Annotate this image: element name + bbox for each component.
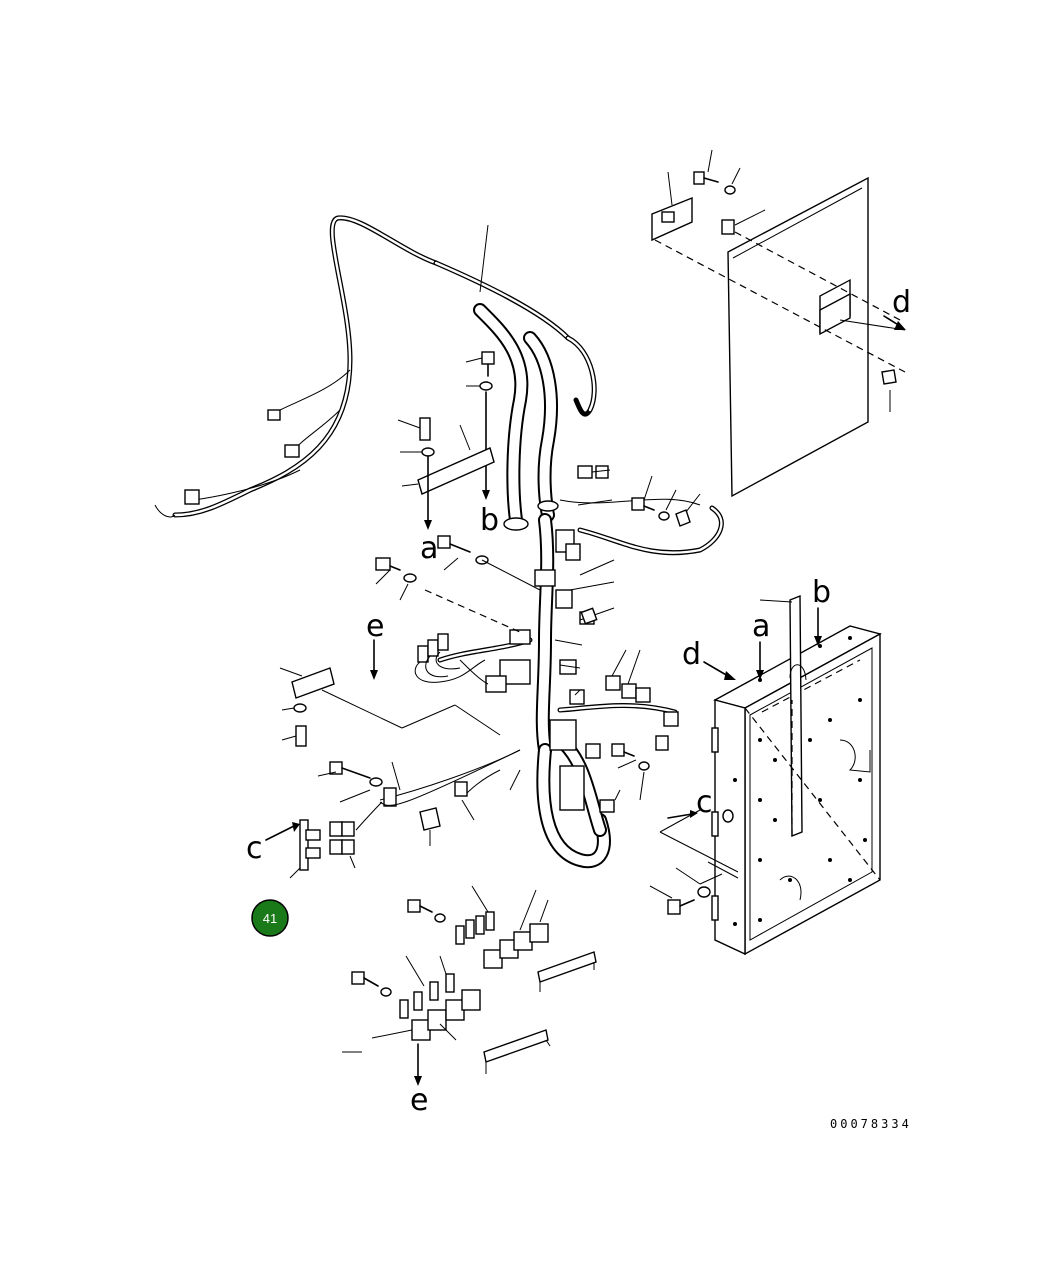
box-mount-lines [659,599,793,885]
arrow-d-box [703,661,736,680]
bracket-top [651,171,693,242]
badge-number: 41 [263,911,277,926]
callout-c-left: c [246,831,263,866]
cover-panel [654,176,906,498]
arrow-c-left [265,822,300,841]
callout-a-top: a [420,531,438,566]
clamp-plate-left [397,417,495,530]
bolt-left-upper [375,557,521,633]
arrow-a-box [756,641,764,680]
bolt-upper-mid [465,351,495,500]
arrow-c-right [667,810,698,819]
arrow-b-box [814,607,822,646]
callout-e-mid: e [366,609,384,644]
bolt-box-lower [649,867,711,915]
plug-right [580,607,679,751]
bolt-long-lower [317,749,521,807]
page-number-badge[interactable]: 41 [251,899,289,937]
callout-b-top: b [480,503,499,538]
callout-a-box: a [752,609,770,644]
bolt-long-upper [437,535,541,591]
sleeve-pin [419,781,475,846]
drawing-number: 00078334 [830,1117,912,1131]
arrow-e-mid [370,639,378,680]
connector-bundle-e [414,633,489,685]
main-harness-conduit [379,303,724,869]
bolt-top-panel [693,149,897,412]
callout-c-right: c [696,785,713,820]
callout-d-panel: d [892,285,911,320]
bracket-left-mid [279,667,501,747]
control-box [711,594,882,956]
callout-b-box: b [812,575,831,610]
connector-group-c-left [289,801,383,879]
bolt-right-mid [611,743,650,801]
bolt-panel-lower [631,475,701,527]
callout-e-bottom: e [410,1083,428,1118]
connector-cluster-center [485,465,621,813]
relay-group-upper [407,885,597,992]
relay-group-lower [342,955,551,1086]
connector-group-right [605,649,651,703]
wire-harness-upper [154,215,571,518]
callout-d-box: d [682,637,701,672]
arrow-d-panel [883,315,906,330]
